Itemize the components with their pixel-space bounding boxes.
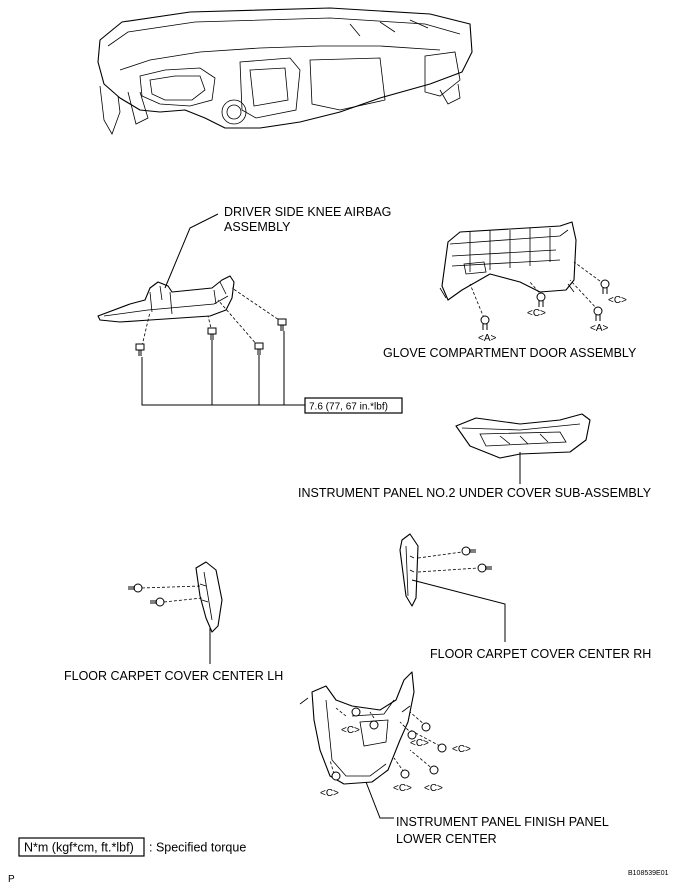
callout-c-5: <C> (452, 744, 471, 755)
carpet-cover-lh-bolts (128, 583, 203, 607)
label-carpet-lh: FLOOR CARPET COVER CENTER LH (64, 669, 283, 683)
carpet-cover-rh-bolts (417, 546, 492, 573)
carpet-cover-lh-part (195, 561, 223, 633)
label-glove-compartment: GLOVE COMPARTMENT DOOR ASSEMBLY (383, 346, 637, 360)
label-knee-airbag-line1: DRIVER SIDE KNEE AIRBAG (224, 205, 391, 219)
dashboard-overview-illustration (97, 7, 473, 135)
torque-legend-unit: N*m (kgf*cm, ft.*lbf) (24, 841, 134, 855)
knee-airbag-bolts (135, 287, 287, 356)
finish-panel-bolts (329, 707, 447, 781)
callout-c-1: <C> (527, 308, 546, 319)
callout-c-6: <C> (320, 788, 339, 799)
glove-compartment-part (439, 221, 577, 301)
section-letter: P (8, 874, 15, 885)
carpet-cover-rh-part (399, 533, 419, 607)
label-carpet-rh: FLOOR CARPET COVER CENTER RH (430, 647, 651, 661)
label-finish-panel-line1: INSTRUMENT PANEL FINISH PANEL (396, 815, 609, 829)
torque-value: 7.6 (77, 67 in.*lbf) (309, 402, 388, 413)
glove-compartment-bolts (469, 261, 610, 330)
callout-c-8: <C> (424, 783, 443, 794)
label-under-cover: INSTRUMENT PANEL NO.2 UNDER COVER SUB-AS… (298, 486, 652, 500)
callout-a-2: <A> (590, 323, 609, 334)
label-finish-panel-line2: LOWER CENTER (396, 832, 497, 846)
callout-a-1: <A> (478, 333, 497, 344)
callout-c-7: <C> (393, 783, 412, 794)
callout-c-4: <C> (410, 738, 429, 749)
callout-c-2: <C> (608, 295, 627, 306)
torque-legend-description: : Specified torque (149, 841, 246, 855)
under-cover-part (455, 413, 591, 459)
torque-value-box (304, 397, 403, 414)
finish-panel-part (299, 671, 415, 785)
figure-id: B108539E01 (628, 870, 669, 877)
label-knee-airbag-line2: ASSEMBLY (224, 220, 291, 234)
knee-airbag-part (97, 275, 235, 323)
callout-c-3: <C> (341, 725, 360, 736)
torque-legend-box (18, 837, 145, 857)
